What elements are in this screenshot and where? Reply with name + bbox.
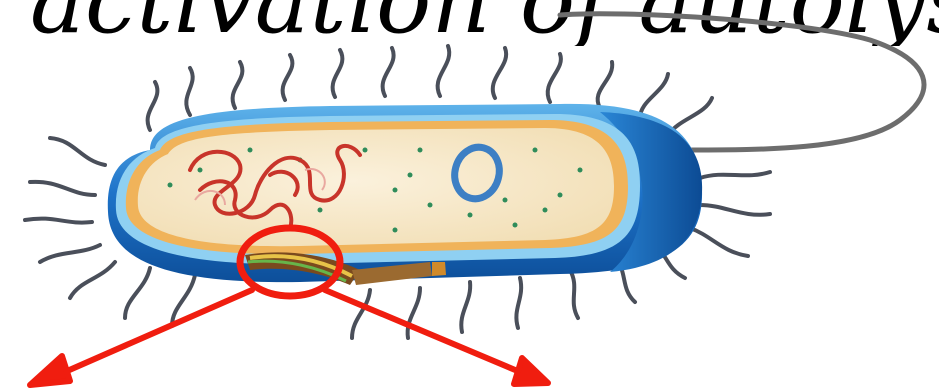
arrow-down-right-icon [325,290,548,384]
arrow-down-left-icon [30,290,252,385]
cytoplasm [138,128,614,246]
